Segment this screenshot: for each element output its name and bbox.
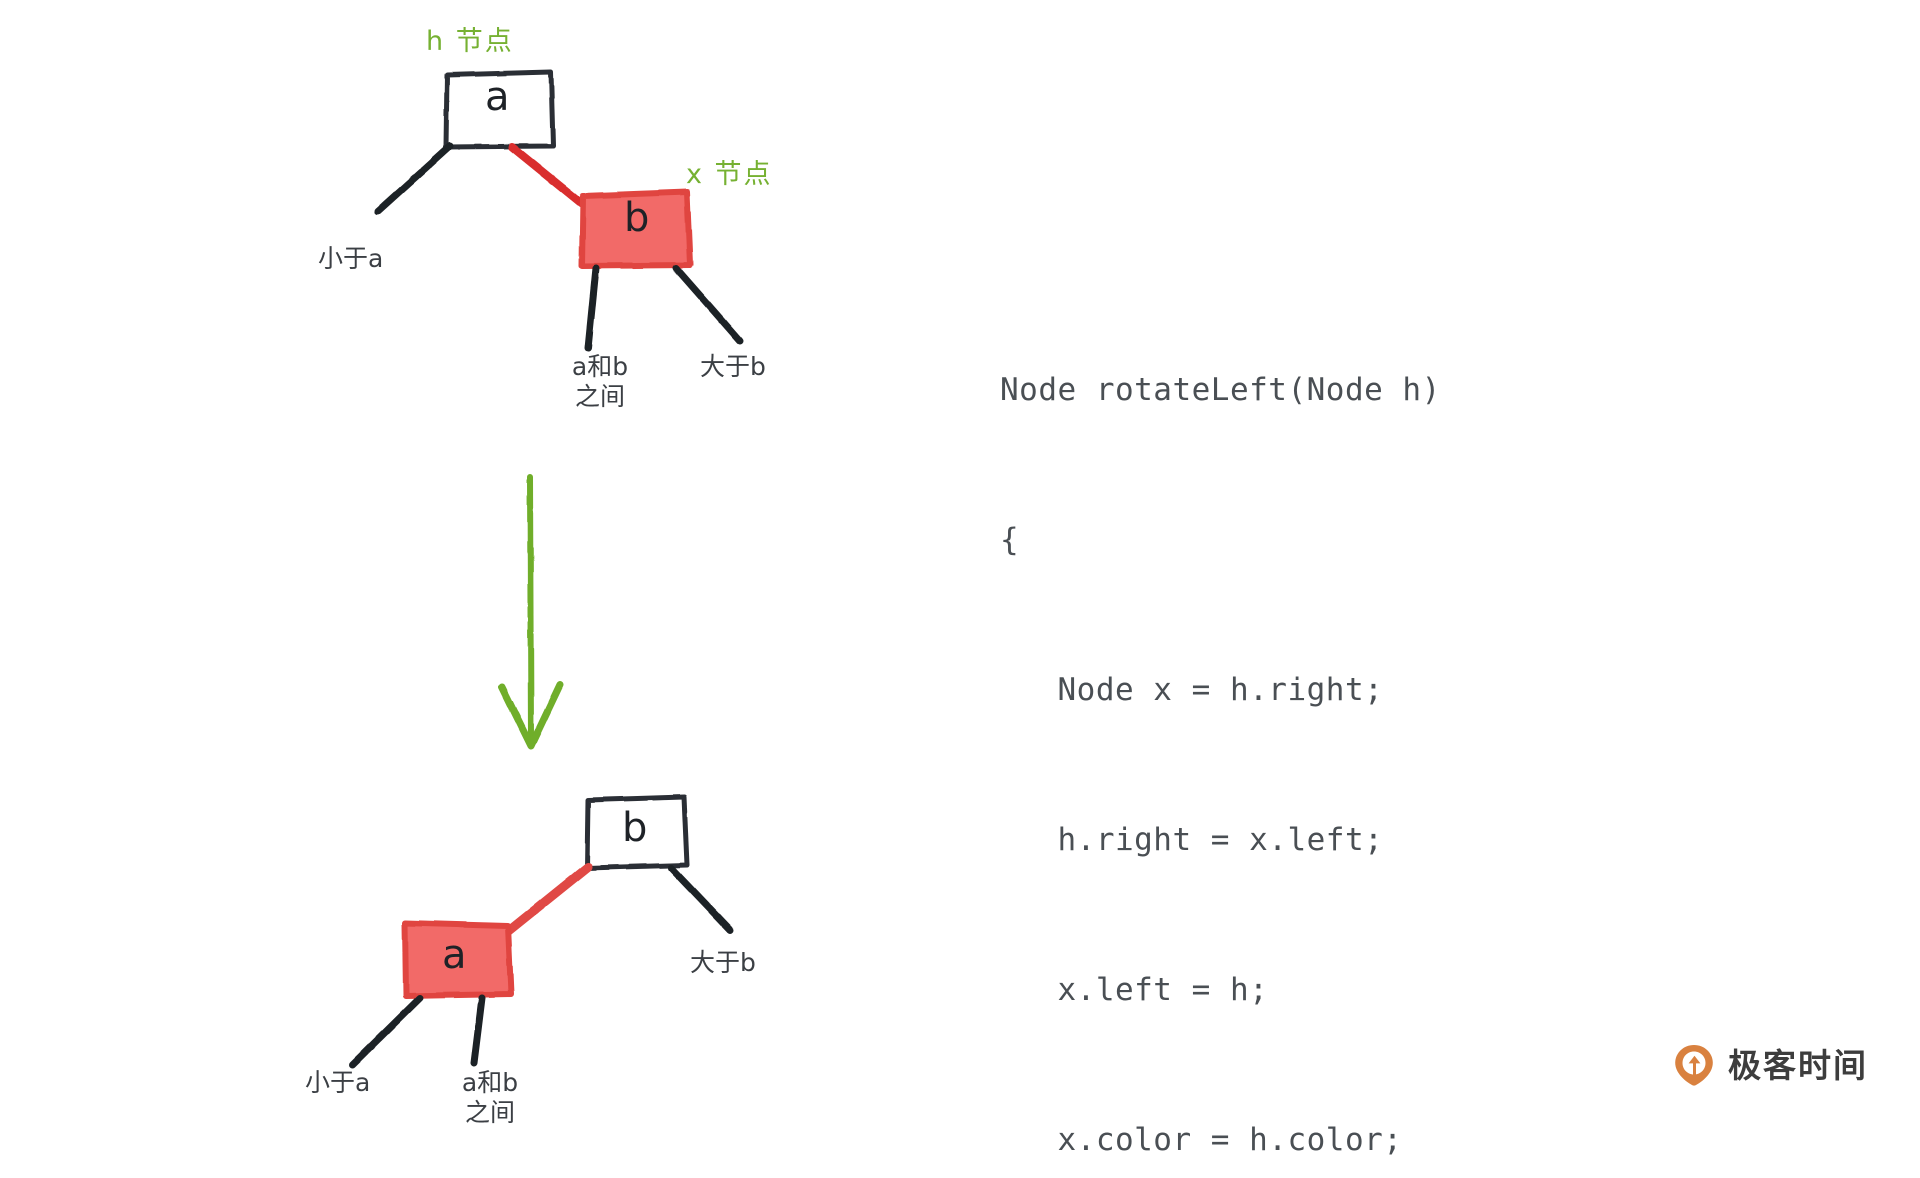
top-label-less-than-a: 小于a	[318, 244, 384, 273]
bottom-label-less-than-a: 小于a	[305, 1068, 371, 1097]
top-node-b-label: b	[624, 195, 650, 241]
top-label-greater-than-b: 大于b	[700, 352, 766, 381]
top-tree-node-a	[443, 69, 556, 150]
code-line: Node rotateLeft(Node h)	[1000, 372, 1441, 408]
bottom-edge-a-mid	[470, 994, 486, 1067]
bottom-label-between-ab-line2: 之间	[464, 1098, 515, 1127]
code-line: x.color = h.color;	[1000, 1122, 1403, 1158]
bottom-edge-b-a-red	[501, 862, 593, 938]
code-line: x.left = h;	[1000, 972, 1269, 1008]
bottom-label-between-ab: a和b 之间	[445, 1068, 535, 1128]
bottom-tree-node-b	[584, 794, 690, 871]
top-edge-b-mid	[584, 264, 600, 352]
top-tree-node-b	[579, 189, 693, 269]
top-label-between-ab-line1: a和b	[571, 352, 629, 381]
bottom-label-greater-than-b: 大于b	[690, 948, 756, 977]
transform-arrow	[498, 474, 564, 750]
bottom-node-b-label: b	[622, 805, 648, 851]
code-line: h.right = x.left;	[1000, 822, 1384, 858]
top-edge-b-right	[672, 264, 744, 345]
bottom-edge-a-left	[348, 994, 424, 1069]
bottom-node-a-label: a	[442, 932, 467, 978]
top-edge-a-b-red	[508, 143, 585, 207]
brand-name: 极客时间	[1728, 1045, 1868, 1085]
code-line: {	[1000, 522, 1020, 558]
code-line: Node x = h.right;	[1000, 672, 1384, 708]
bottom-label-between-ab-line1: a和b	[461, 1068, 519, 1097]
top-label-between-ab-line2: 之间	[574, 382, 625, 411]
bottom-edge-b-right	[667, 864, 734, 934]
code-block: Node rotateLeft(Node h) { Node x = h.rig…	[1000, 265, 1517, 1178]
label-h-node: h 节点	[426, 26, 514, 57]
top-node-a-label: a	[485, 74, 510, 120]
top-edge-a-left	[374, 142, 454, 215]
top-label-between-ab: a和b 之间	[555, 352, 645, 412]
geektime-logo-icon	[1672, 1043, 1716, 1087]
brand-watermark: 极客时间	[1672, 1043, 1868, 1087]
label-x-node: x 节点	[686, 159, 773, 190]
bottom-tree-node-a	[402, 920, 514, 999]
